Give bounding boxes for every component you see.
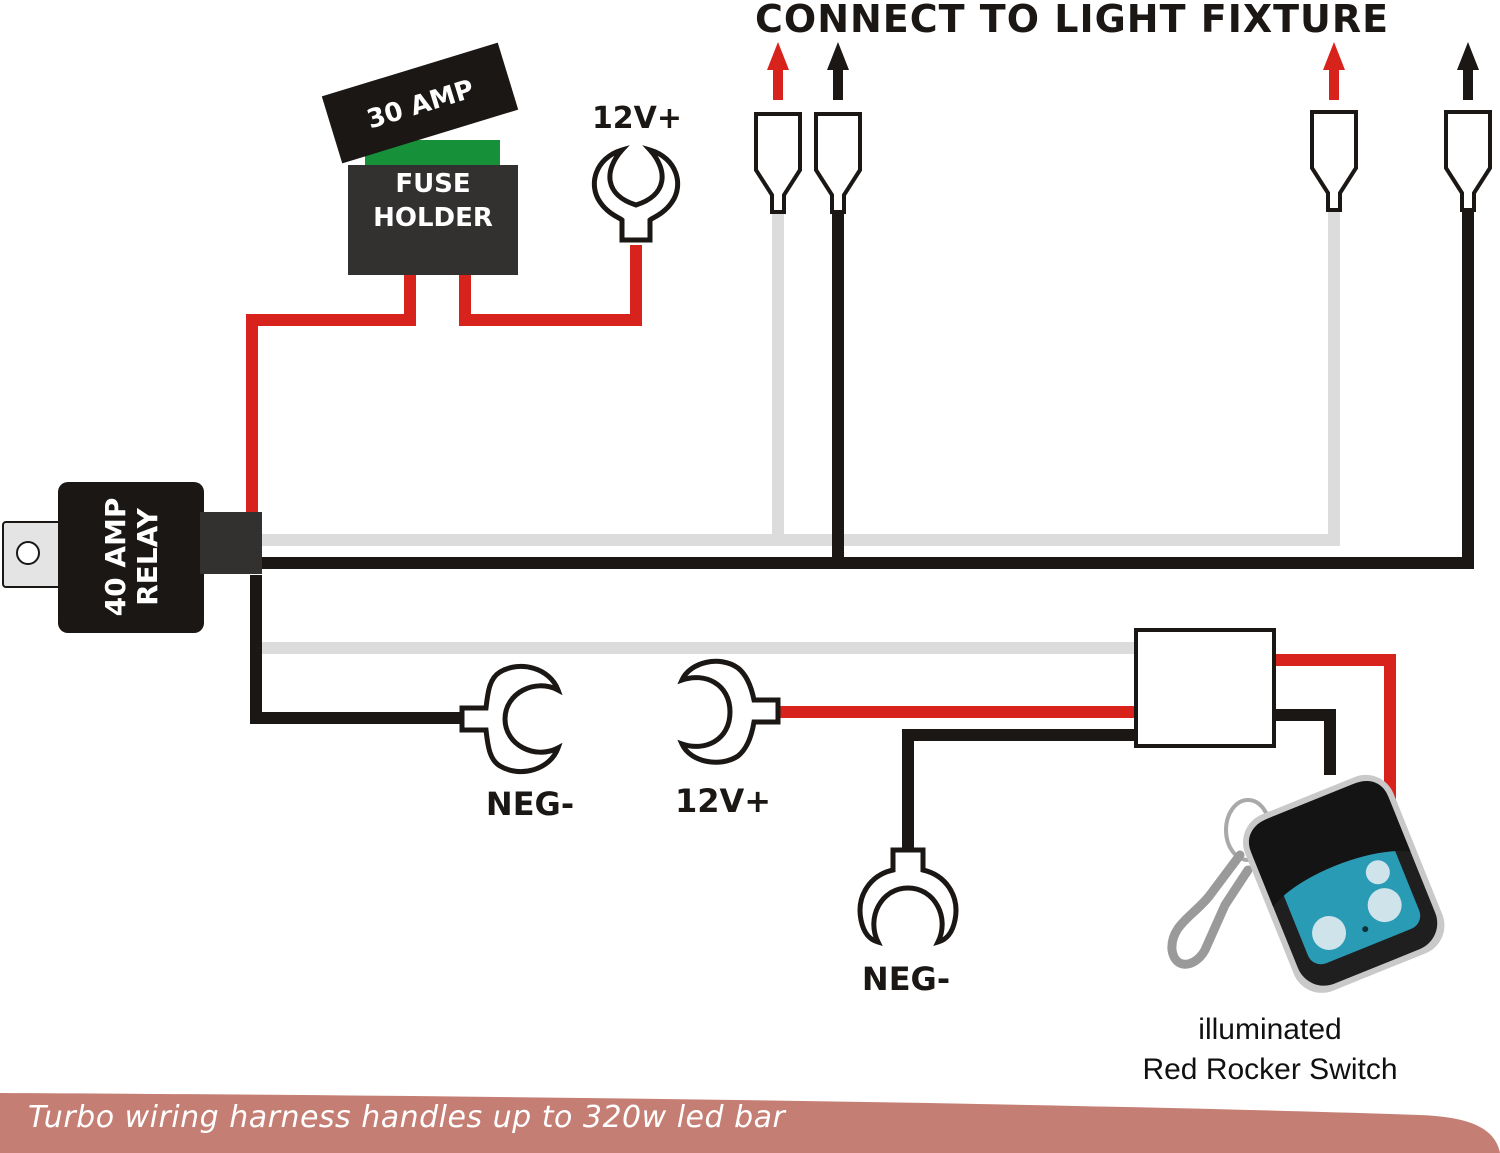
black-wire-remote	[1275, 709, 1336, 775]
banner-text: Turbo wiring harness handles up to 320w …	[28, 1100, 786, 1135]
switch-negative-label: NEG-	[862, 960, 950, 998]
switch-caption-line1: illuminated	[1198, 1013, 1342, 1046]
remote-button-a[interactable]	[1307, 911, 1351, 955]
arrow-up-red-1-icon	[767, 42, 789, 100]
switch-junction-box	[1134, 628, 1276, 748]
black-wire-neg	[250, 575, 470, 724]
fuse-holder-label-line2: HOLDER	[373, 203, 493, 233]
relay-label-line1: 40 AMP	[99, 498, 132, 617]
switch-caption-line2: Red Rocker Switch	[1142, 1053, 1398, 1086]
red-wire-relay-fuse	[246, 275, 416, 528]
bottom-negative-ring-terminal-icon	[459, 663, 563, 775]
spade-connector-red-1	[754, 42, 802, 214]
fixture-connectors	[754, 42, 1492, 214]
spade-connector-black-2	[1444, 42, 1492, 212]
relay-label-line2: RELAY	[131, 507, 164, 606]
fuse-30-amp: 30 AMP	[321, 42, 519, 164]
top-terminal-label: 12V+	[592, 101, 682, 136]
remote-button-c[interactable]	[1362, 857, 1393, 888]
relay-40-amp: 40 AMP RELAY	[2, 482, 262, 633]
bottom-negative-label: NEG-	[486, 785, 574, 823]
banner-background	[0, 1093, 1500, 1153]
lobster-clasp-icon	[1167, 850, 1253, 969]
switch-negative-ring-terminal-icon	[857, 847, 959, 946]
red-wire-remote	[1275, 654, 1396, 830]
relay-mount-hole	[16, 541, 40, 565]
black-wire-switch-neg	[902, 729, 1136, 855]
remote-led	[1362, 926, 1369, 933]
arrow-up-red-2-icon	[1323, 42, 1345, 100]
fuse-holder-label-line1: FUSE	[395, 169, 470, 199]
relay-connector	[200, 512, 262, 574]
red-wire-fuse-terminal	[459, 245, 642, 326]
black-wire-main	[262, 205, 1474, 569]
bottom-positive-label: 12V+	[675, 782, 771, 820]
bottom-positive-ring-terminal-icon	[677, 658, 781, 765]
spade-connector-red-2	[1310, 42, 1358, 212]
arrow-up-black-1-icon	[827, 42, 849, 100]
remote-button-b[interactable]	[1363, 883, 1407, 927]
fuse-holder	[348, 165, 518, 275]
top-positive-ring-terminal-icon	[591, 145, 681, 243]
arrow-up-black-2-icon	[1457, 42, 1479, 100]
remote-cover	[1248, 781, 1411, 907]
diagram-title: CONNECT TO LIGHT FIXTURE	[755, 0, 1389, 41]
switch-caption: illuminated Red Rocker Switch	[1090, 1010, 1450, 1090]
white-wire-main	[262, 205, 1340, 546]
remote-key-fob	[1167, 774, 1445, 993]
spade-connector-black-1	[814, 42, 862, 214]
